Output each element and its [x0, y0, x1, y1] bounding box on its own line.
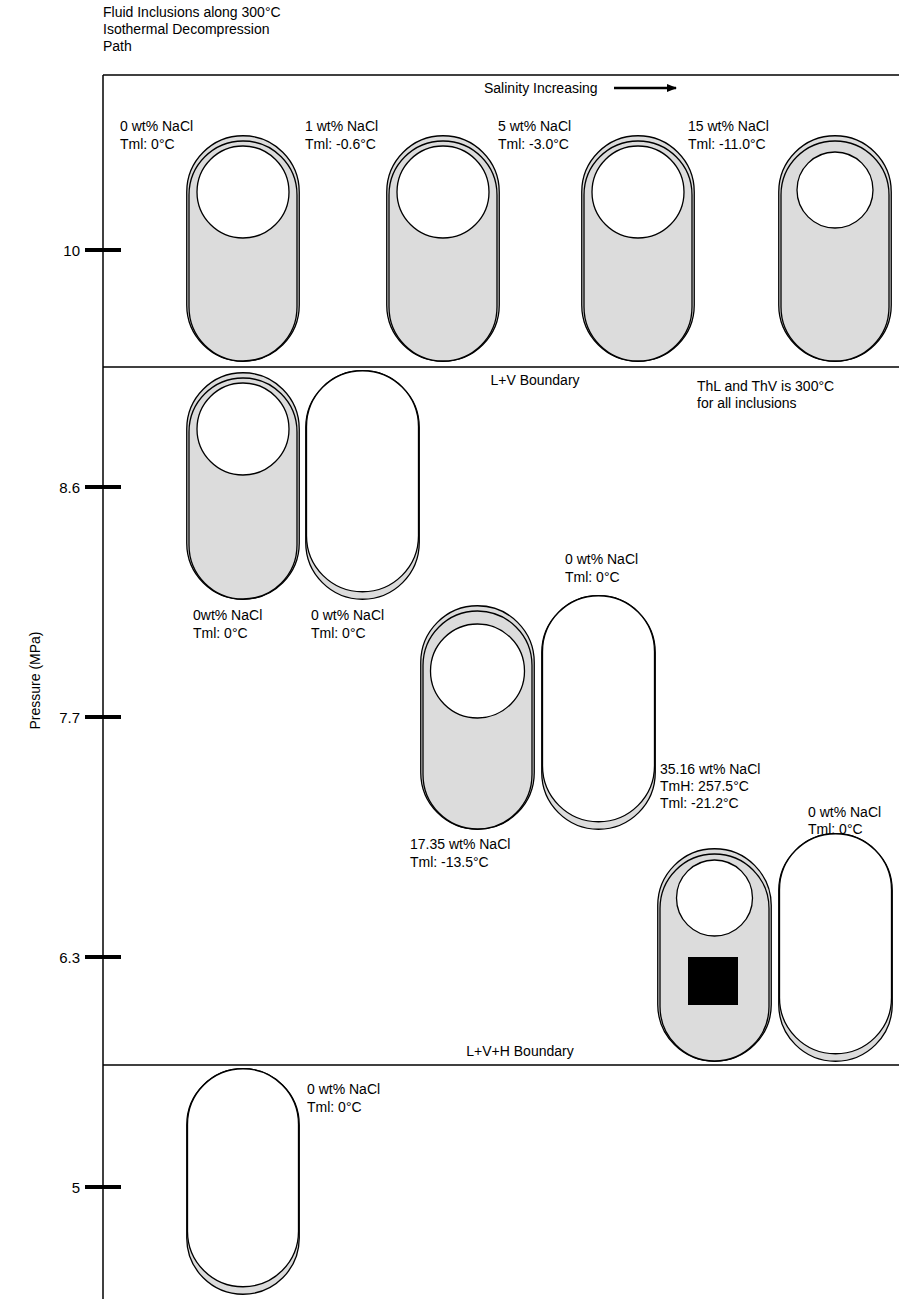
- salinity-arrow: [614, 87, 676, 90]
- vapor-bubble: [431, 624, 525, 718]
- tick-label: 10: [63, 242, 80, 259]
- salinity-label: 1 wt% NaCl: [305, 118, 378, 135]
- vapor-bubble: [197, 383, 289, 475]
- liquid-inclusion: 0 wt% NaClTml: 0°C: [186, 135, 300, 362]
- liquid-inclusion: 15 wt% NaClTml: -11.0°C: [778, 135, 892, 362]
- axis-title: Pressure (MPa): [27, 631, 44, 729]
- inclusion-outline: [581, 135, 695, 362]
- salinity-label: 0 wt% NaCl: [307, 1081, 380, 1098]
- diagram-title: Fluid Inclusions along 300°C Isothermal …: [103, 4, 298, 55]
- tick-label: 5: [72, 1179, 80, 1196]
- note-label: ThL and ThV is 300°C for all inclusions: [697, 378, 847, 412]
- melting-temperature-label: Tml: 0°C: [808, 821, 863, 838]
- salinity-label: 0 wt% NaCl: [120, 118, 193, 135]
- lvh-boundary-line: [103, 1064, 899, 1066]
- salinity-label: 5 wt% NaCl: [498, 118, 571, 135]
- vapor-bubble: [592, 146, 684, 238]
- melting-temperature-label: TmH: 257.5°C: [660, 778, 749, 795]
- liquid-inclusion: 1 wt% NaClTml: -0.6°C: [386, 135, 500, 362]
- melting-temperature-label: Tml: 0°C: [120, 136, 175, 153]
- salinity-label: 0 wt% NaCl: [565, 551, 638, 568]
- lv-boundary-line: [103, 366, 899, 368]
- axis-ticks: [85, 250, 121, 1187]
- vapor-bubble: [797, 152, 873, 228]
- melting-temperature-label: Tml: -21.2°C: [660, 795, 739, 812]
- vapor-inclusion: 0 wt% NaClTml: 0°C: [186, 1068, 300, 1295]
- vapor-bubble: [677, 860, 753, 936]
- inclusion-outline: [420, 605, 535, 830]
- pressure-axis: [102, 75, 104, 1299]
- tick-label: 6.3: [59, 949, 80, 966]
- salinity-label: 15 wt% NaCl: [688, 118, 769, 135]
- halite-inclusion: 35.16 wt% NaClTmH: 257.5°CTml: -21.2°C: [657, 848, 772, 1062]
- salinity-label: 0 wt% NaCl: [808, 804, 881, 821]
- liquid-inclusion: 17.35 wt% NaClTml: -13.5°C: [420, 605, 535, 830]
- inclusion-outline: [186, 135, 300, 362]
- tick-label: 8.6: [59, 479, 80, 496]
- liquid-inclusion: 0wt% NaClTml: 0°C: [186, 372, 300, 600]
- inclusion-outline: [386, 135, 500, 362]
- inclusion-outline: [186, 1068, 300, 1295]
- salinity-label: 17.35 wt% NaCl: [410, 836, 510, 853]
- vapor-inclusion: 0 wt% NaClTml: 0°C: [541, 595, 656, 830]
- melting-temperature-label: Tml: 0°C: [311, 625, 366, 642]
- melting-temperature-label: Tml: -0.6°C: [305, 136, 376, 153]
- inclusion-outline: [657, 848, 772, 1062]
- inclusion-outline: [541, 595, 656, 830]
- tick-label: 7.7: [59, 709, 80, 726]
- vapor-bubble: [397, 146, 489, 238]
- vapor-inclusion: 0 wt% NaClTml: 0°C: [778, 833, 893, 1062]
- melting-temperature-label: Tml: -3.0°C: [498, 136, 569, 153]
- halite-crystal: [688, 957, 738, 1005]
- melting-temperature-label: Tml: 0°C: [193, 625, 248, 642]
- melting-temperature-label: Tml: -13.5°C: [410, 854, 489, 871]
- direction-label: Salinity Increasing: [484, 80, 598, 97]
- top-border: [103, 74, 899, 76]
- inclusion-outline: [778, 135, 892, 362]
- vapor-bubble: [197, 146, 289, 238]
- melting-temperature-label: Tml: 0°C: [307, 1099, 362, 1116]
- salinity-label: 35.16 wt% NaCl: [660, 761, 760, 778]
- melting-temperature-label: Tml: -11.0°C: [688, 136, 766, 153]
- melting-temperature-label: Tml: 0°C: [565, 569, 620, 586]
- inclusion-outline: [305, 370, 420, 600]
- liquid-inclusion: 5 wt% NaClTml: -3.0°C: [581, 135, 695, 362]
- vapor-inclusion: 0 wt% NaClTml: 0°C: [305, 370, 420, 600]
- salinity-label: 0 wt% NaCl: [311, 607, 384, 624]
- inclusion-outline: [186, 372, 300, 600]
- salinity-label: 0wt% NaCl: [193, 607, 262, 624]
- inclusion-outline: [778, 833, 893, 1062]
- boundary-label: L+V+H Boundary: [466, 1043, 573, 1060]
- boundary-label: L+V Boundary: [490, 372, 579, 389]
